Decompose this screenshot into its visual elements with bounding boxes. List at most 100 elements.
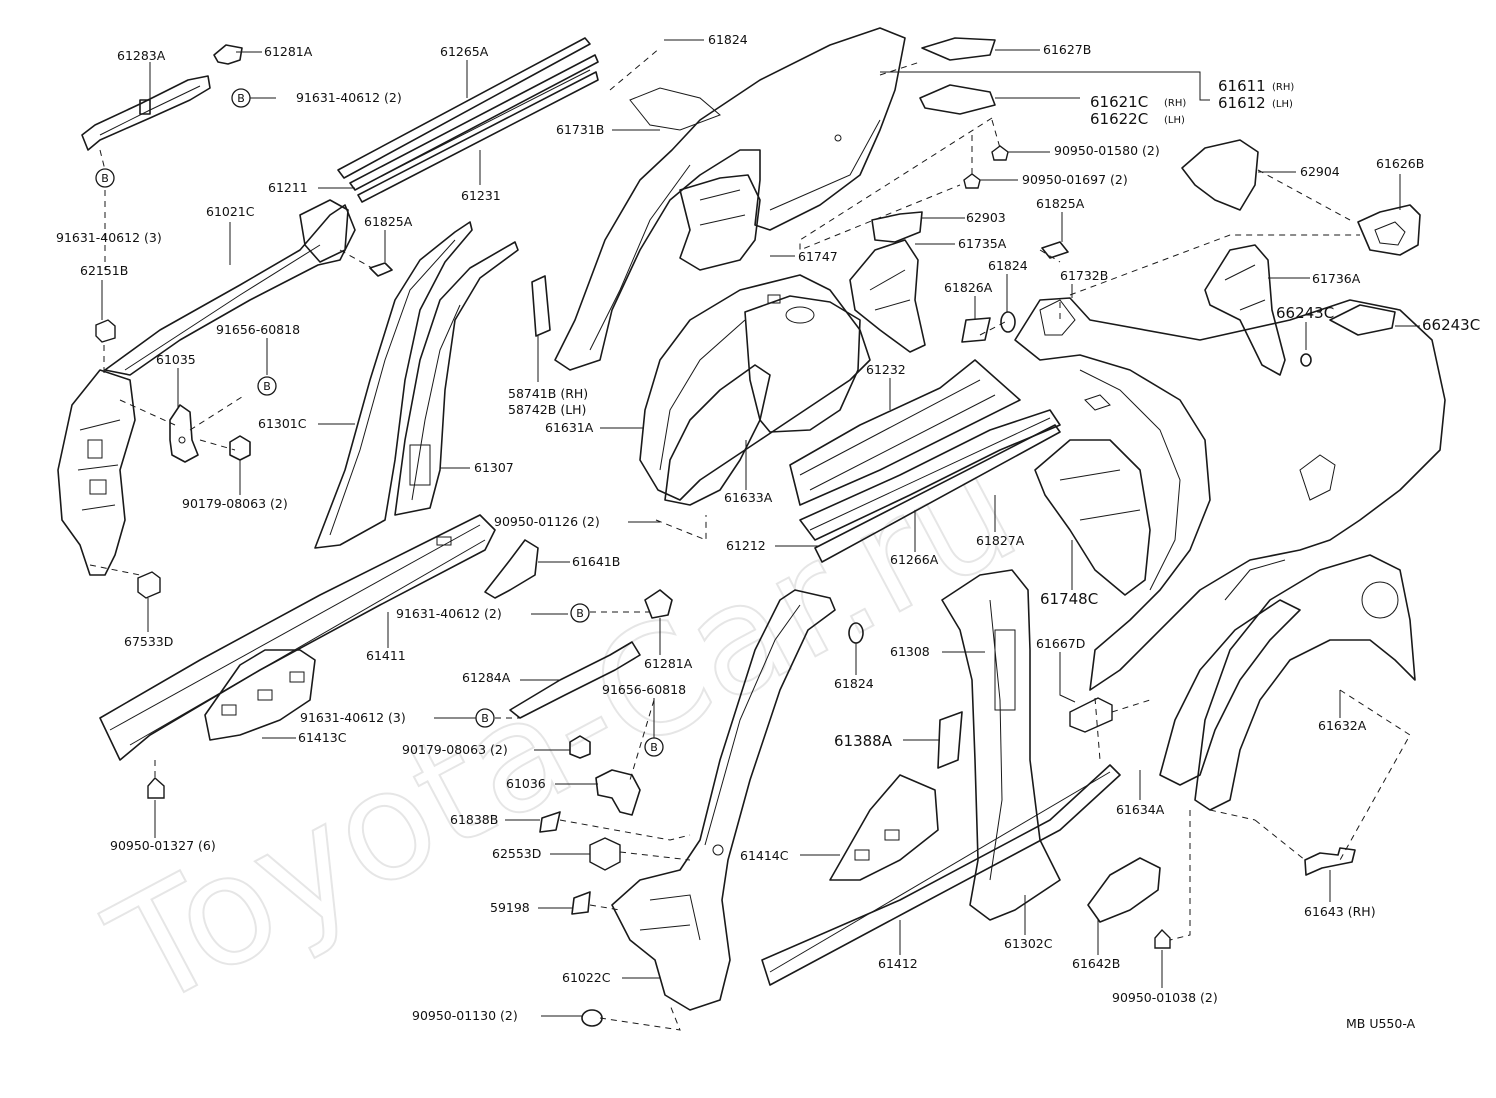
part-61413c bbox=[204, 649, 316, 741]
label-61747: 61747 bbox=[798, 249, 838, 264]
label-61627b: 61627B bbox=[1043, 42, 1091, 57]
svg-text:B: B bbox=[101, 172, 109, 185]
label-61266a: 61266A bbox=[890, 552, 939, 567]
label-66243c-b: 66243C bbox=[1422, 316, 1480, 334]
label-61667d: 61667D bbox=[1036, 636, 1085, 651]
part-61265a bbox=[337, 37, 599, 203]
part-61631a bbox=[639, 274, 871, 501]
label-91631-40612-top: 91631-40612 (2) bbox=[296, 90, 402, 105]
label-61281a-top: 61281A bbox=[264, 44, 313, 59]
part-61283a bbox=[81, 75, 211, 151]
part-61634a bbox=[1159, 599, 1301, 786]
label-90179-08063-mid: 90179-08063 (2) bbox=[402, 742, 508, 757]
part-61632a bbox=[1194, 554, 1416, 811]
part-61281a-mid bbox=[644, 589, 673, 619]
label-90179-08063-left: 90179-08063 (2) bbox=[182, 496, 288, 511]
label-91631-40612-mid: 91631-40612 (2) bbox=[396, 606, 502, 621]
label-61824-top: 61824 bbox=[708, 32, 748, 47]
label-61212: 61212 bbox=[726, 538, 766, 553]
label-91631-40612-mid3: 91631-40612 (3) bbox=[300, 710, 406, 725]
label-61611-side: (RH) bbox=[1272, 82, 1294, 93]
label-61825a-left: 61825A bbox=[364, 214, 413, 229]
part-61748c bbox=[1034, 439, 1151, 596]
part-61021c bbox=[104, 199, 356, 376]
label-90950-01697: 90950-01697 (2) bbox=[1022, 172, 1128, 187]
label-90950-01580: 90950-01580 (2) bbox=[1054, 143, 1160, 158]
part-61412 bbox=[761, 764, 1121, 986]
part-61643 bbox=[1304, 847, 1356, 876]
part-62903 bbox=[871, 211, 923, 243]
label-59198: 59198 bbox=[490, 900, 530, 915]
part-61232 bbox=[789, 359, 1021, 506]
label-61283a: 61283A bbox=[117, 48, 166, 63]
part-61747 bbox=[679, 174, 761, 271]
label-61413c: 61413C bbox=[298, 730, 347, 745]
bolt-symbol-1: B bbox=[231, 88, 251, 108]
part-61838b bbox=[539, 811, 561, 833]
label-61231: 61231 bbox=[461, 188, 501, 203]
bolt-symbol-4: B bbox=[570, 603, 590, 623]
label-61612-side: (LH) bbox=[1272, 99, 1293, 110]
label-61265a: 61265A bbox=[440, 44, 489, 59]
part-67533d bbox=[137, 571, 161, 599]
label-61824-low: 61824 bbox=[834, 676, 874, 691]
part-61035 bbox=[169, 404, 199, 463]
label-91656-60818-left: 91656-60818 bbox=[216, 322, 300, 337]
part-62904 bbox=[1181, 139, 1259, 211]
part-61627b bbox=[921, 37, 996, 61]
label-61307: 61307 bbox=[474, 460, 514, 475]
label-62903: 62903 bbox=[966, 210, 1006, 225]
dashed-connectors bbox=[89, 47, 1411, 1031]
label-61308: 61308 bbox=[890, 644, 930, 659]
label-61641b: 61641B bbox=[572, 554, 620, 569]
part-61642b bbox=[1087, 857, 1161, 923]
part-61824-mid bbox=[1000, 311, 1016, 333]
part-62553d bbox=[589, 837, 621, 871]
part-90950-01697 bbox=[963, 173, 981, 189]
part-61667d bbox=[1069, 697, 1113, 733]
label-61036: 61036 bbox=[506, 776, 546, 791]
part-61036 bbox=[595, 769, 641, 816]
label-61021c: 61021C bbox=[206, 204, 255, 219]
part-front-inner-panel bbox=[57, 369, 136, 576]
label-61302c: 61302C bbox=[1004, 936, 1053, 951]
label-61748c: 61748C bbox=[1040, 590, 1098, 608]
bolt-symbol-3: B bbox=[257, 376, 277, 396]
label-61022c: 61022C bbox=[562, 970, 611, 985]
part-61284a bbox=[509, 641, 641, 719]
label-61825a-right: 61825A bbox=[1036, 196, 1085, 211]
label-62151b: 62151B bbox=[80, 263, 128, 278]
part-61735a bbox=[849, 239, 926, 353]
bolt-symbol-5: B bbox=[475, 708, 495, 728]
label-61622c-side: (LH) bbox=[1164, 115, 1185, 126]
label-61632a: 61632A bbox=[1318, 718, 1367, 733]
part-90179-08063-left bbox=[229, 435, 251, 461]
part-90179-08063-mid bbox=[569, 735, 591, 759]
label-66243c-a: 66243C bbox=[1276, 304, 1334, 322]
label-61621c: 61621C bbox=[1090, 93, 1148, 111]
part-61825a-right bbox=[1041, 241, 1069, 259]
label-62904: 62904 bbox=[1300, 164, 1340, 179]
label-61611: 61611 bbox=[1218, 77, 1266, 95]
label-61634a: 61634A bbox=[1116, 802, 1165, 817]
label-62553d: 62553D bbox=[492, 846, 541, 861]
label-61824-mid: 61824 bbox=[988, 258, 1028, 273]
label-61732b: 61732B bbox=[1060, 268, 1108, 283]
bolt-symbol-6: B bbox=[644, 737, 664, 757]
svg-text:B: B bbox=[481, 712, 489, 725]
label-61281a-mid: 61281A bbox=[644, 656, 693, 671]
label-61412: 61412 bbox=[878, 956, 918, 971]
label-61838b: 61838B bbox=[450, 812, 498, 827]
part-90950-01327 bbox=[147, 777, 165, 799]
label-58742b: 58742B (LH) bbox=[508, 402, 586, 417]
part-strut-housing bbox=[744, 294, 861, 433]
part-61281a-top bbox=[213, 44, 243, 65]
part-61411 bbox=[99, 514, 496, 761]
part-59198 bbox=[571, 891, 591, 915]
part-61825a-left bbox=[369, 262, 393, 277]
label-61388a: 61388A bbox=[834, 732, 893, 750]
label-90950-01126: 90950-01126 (2) bbox=[494, 514, 600, 529]
label-61736a: 61736A bbox=[1312, 271, 1361, 286]
label-58741b: 58741B (RH) bbox=[508, 386, 588, 401]
